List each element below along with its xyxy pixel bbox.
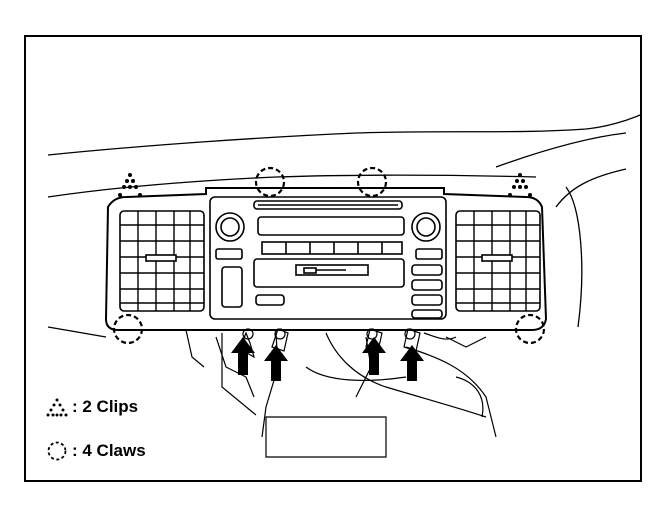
removal-arrows	[231, 337, 424, 381]
windshield-edge	[555, 168, 627, 208]
triangle-dashed-icon	[46, 398, 68, 417]
arrow-up-icon	[264, 345, 288, 381]
legend-claws-label: : 4 Claws	[72, 441, 146, 460]
claw-circle-icon	[356, 166, 388, 198]
dashboard-contour-right	[495, 132, 627, 168]
circle-dashed-icon	[47, 441, 67, 461]
arrow-up-icon	[231, 337, 255, 375]
legend-claws-row: : 4 Claws	[46, 440, 146, 462]
clip-triangle-icon	[118, 173, 142, 197]
lower-bracket-area	[185, 328, 497, 458]
claw-circle-icon	[112, 313, 144, 345]
dashboard-contour-upper	[47, 114, 640, 156]
dashboard-panel-diagram	[47, 114, 640, 458]
left-air-vent	[119, 210, 205, 312]
audio-unit	[209, 196, 447, 320]
dashboard-contour-lower	[47, 174, 537, 198]
legend-clips-row: : 2 Clips	[46, 397, 138, 417]
clip-triangle-icon	[508, 173, 532, 197]
claw-circle-icon	[254, 166, 286, 198]
dashboard-side-right	[565, 186, 583, 328]
right-air-vent	[455, 210, 541, 312]
clip-markers	[118, 173, 532, 197]
arrow-up-icon	[362, 337, 386, 375]
claw-markers	[112, 166, 546, 345]
claw-circle-icon	[514, 313, 546, 345]
legend-clips-label: : 2 Clips	[72, 397, 139, 416]
arrow-up-icon	[400, 345, 424, 381]
dashboard-side-left	[47, 326, 107, 338]
diagram-frame: : 2 Clips : 4 Claws	[24, 35, 642, 482]
